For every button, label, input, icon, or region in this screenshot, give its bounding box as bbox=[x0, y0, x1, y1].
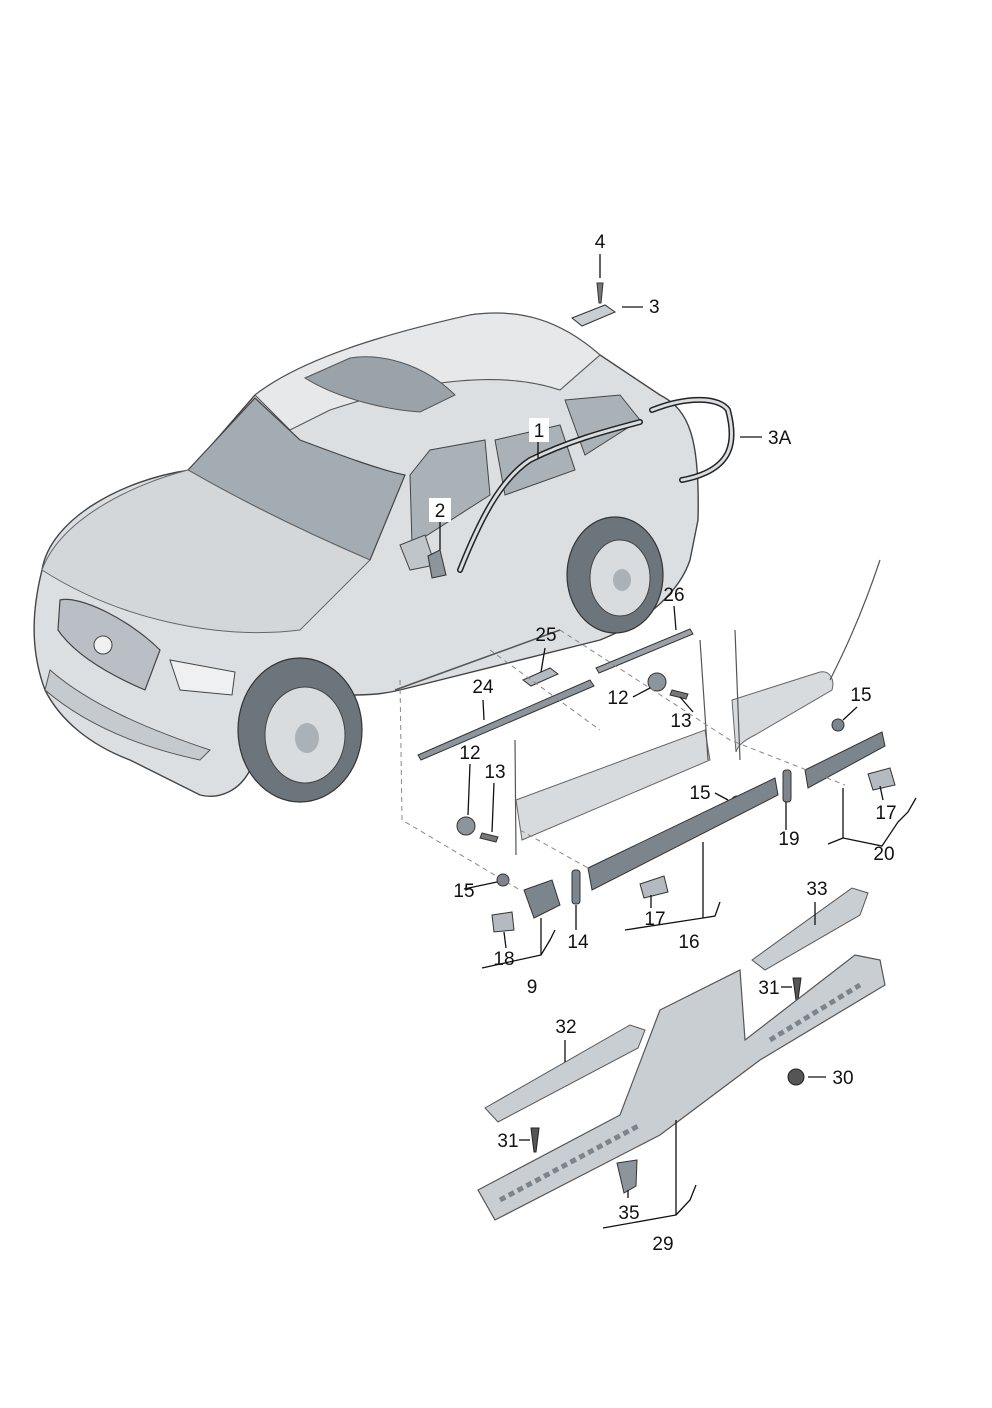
callout-26: 26 bbox=[663, 585, 684, 606]
grommet-part-12a bbox=[647, 672, 667, 692]
callout-3: 3 bbox=[649, 297, 660, 318]
rear-door-panel bbox=[731, 671, 834, 753]
screw-part-4 bbox=[596, 282, 604, 304]
callout-13-front: 13 bbox=[484, 762, 505, 783]
bracket-part-3 bbox=[571, 304, 617, 327]
callout-15-lower: 15 bbox=[453, 881, 474, 902]
door-sill-line bbox=[394, 629, 561, 691]
callout-16: 16 bbox=[678, 932, 699, 953]
callout-18: 18 bbox=[493, 949, 514, 970]
front-door-panel bbox=[515, 729, 711, 841]
strip-part-26 bbox=[595, 628, 694, 674]
callout-4: 4 bbox=[595, 232, 606, 253]
callout-31-lower: 31 bbox=[497, 1131, 518, 1152]
strip-part-24 bbox=[417, 679, 595, 761]
leader-lines bbox=[439, 254, 917, 1229]
clip-part-2 bbox=[427, 549, 447, 579]
nut-part-30 bbox=[787, 1068, 805, 1086]
screw-part-13b bbox=[479, 832, 499, 843]
clip-part-15c bbox=[496, 873, 510, 887]
headlight bbox=[169, 659, 236, 696]
clip-part-35 bbox=[616, 1159, 638, 1194]
callout-12-front: 12 bbox=[459, 743, 480, 764]
callout-2: 2 bbox=[435, 501, 446, 522]
callout-17-front: 17 bbox=[644, 909, 665, 930]
callout-19: 19 bbox=[778, 829, 799, 850]
callout-12-rear: 12 bbox=[607, 688, 628, 709]
grommet-part-12b bbox=[456, 816, 476, 836]
hood bbox=[41, 469, 371, 633]
sill-part-29 bbox=[477, 954, 886, 1221]
callout-14: 14 bbox=[567, 932, 589, 953]
vehicle-illustration bbox=[33, 312, 735, 803]
screw-part-31b bbox=[530, 1127, 540, 1153]
rear-wheel bbox=[566, 516, 664, 634]
callout-25: 25 bbox=[535, 625, 556, 646]
callout-33: 33 bbox=[806, 879, 827, 900]
cap-part-17a bbox=[867, 767, 896, 791]
cap-part-17b bbox=[639, 875, 669, 899]
callout-13-rear: 13 bbox=[670, 711, 691, 732]
front-bumper bbox=[44, 669, 211, 761]
screw-part-31a bbox=[792, 977, 802, 1001]
callout-31-upper: 31 bbox=[758, 978, 779, 999]
end-cap-part-9 bbox=[523, 879, 561, 919]
callout-30: 30 bbox=[832, 1068, 853, 1089]
callout-labels: 4 3 1 3A 2 26 25 24 12 13 15 12 13 15 17… bbox=[429, 228, 897, 1255]
front-wheel bbox=[237, 657, 363, 803]
reference-lines bbox=[399, 629, 846, 891]
sunroof bbox=[303, 356, 456, 413]
callout-17-rear: 17 bbox=[875, 803, 896, 824]
callout-15-front: 15 bbox=[689, 783, 710, 804]
parts bbox=[417, 282, 896, 1221]
insert-part-19 bbox=[782, 769, 792, 803]
callout-1: 1 bbox=[534, 421, 545, 442]
callout-20: 20 bbox=[873, 844, 894, 865]
callout-32: 32 bbox=[555, 1017, 576, 1038]
clip-part-15a bbox=[831, 718, 845, 732]
callout-15-rear: 15 bbox=[850, 685, 871, 706]
trim-part-16 bbox=[587, 777, 779, 891]
callout-24: 24 bbox=[472, 677, 494, 698]
sill-strip-part-32 bbox=[484, 1024, 646, 1123]
clip-part-25 bbox=[522, 667, 559, 687]
sill-strip-part-33 bbox=[751, 887, 869, 971]
cap-part-18 bbox=[491, 911, 515, 933]
callout-29: 29 bbox=[652, 1234, 673, 1255]
insert-part-14 bbox=[571, 869, 581, 905]
callout-3A: 3A bbox=[768, 428, 792, 449]
callout-9: 9 bbox=[527, 977, 538, 998]
grille-emblem bbox=[93, 635, 113, 655]
callout-35: 35 bbox=[618, 1203, 639, 1224]
trim-part-20 bbox=[804, 731, 886, 789]
screw-part-13a bbox=[669, 689, 689, 700]
